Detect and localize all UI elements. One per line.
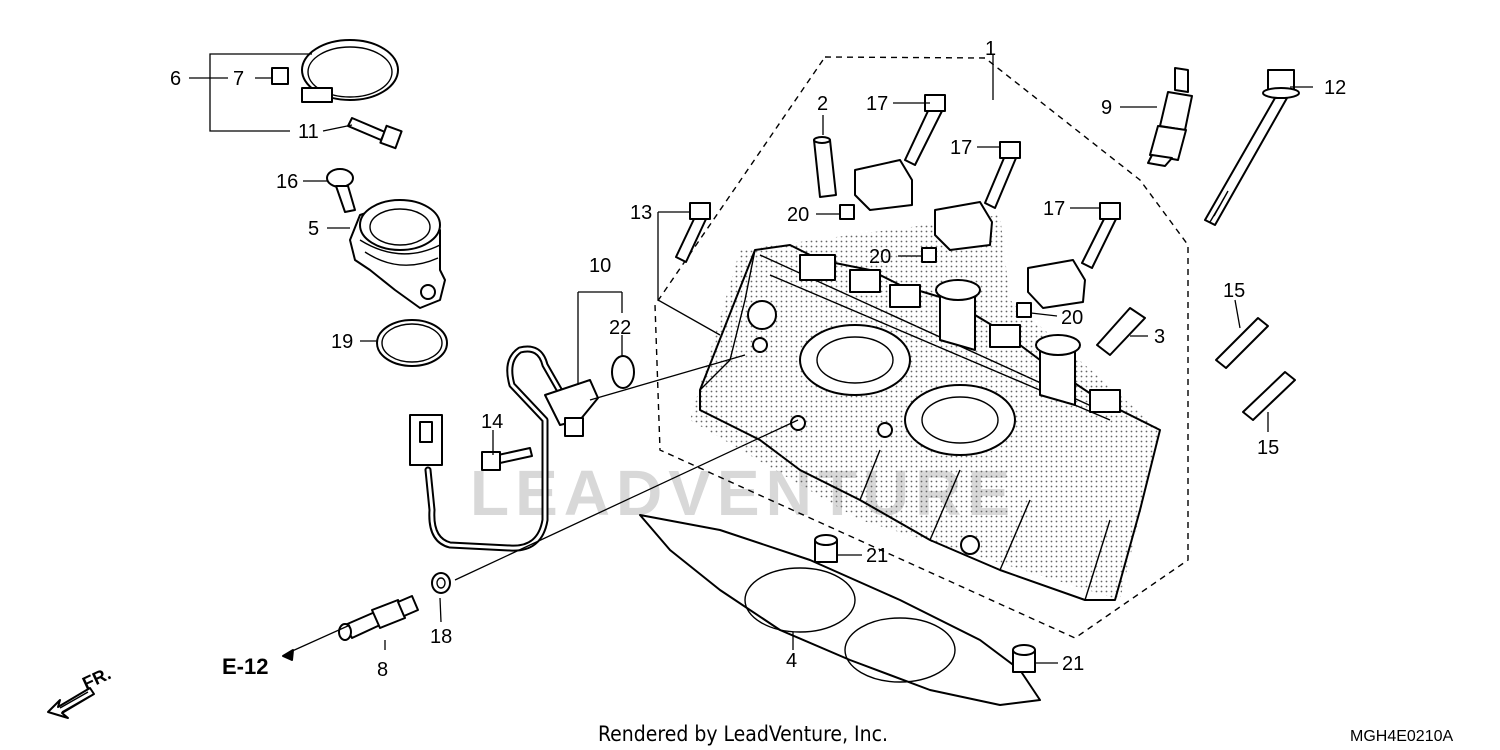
part-21-dowel-b [1012, 644, 1036, 673]
part-20-dowel-b [921, 247, 937, 263]
callout-18: 18 [430, 626, 452, 648]
reference-arrow-icon [282, 649, 294, 661]
part-17-bolt-a [904, 94, 946, 166]
callout-20-b: 20 [869, 246, 891, 268]
part-9-spark-plug [1147, 67, 1193, 167]
cam-cap-c [1027, 259, 1086, 309]
part-13-bolt [675, 202, 711, 263]
callout-8: 8 [377, 659, 388, 681]
callout-20-a: 20 [787, 204, 809, 226]
part-3-guide [1096, 307, 1146, 356]
part-21-dowel-a [814, 534, 838, 563]
callout-9: 9 [1101, 97, 1112, 119]
part-16-bolt [326, 168, 356, 213]
callout-17-a: 17 [866, 93, 888, 115]
reference-label: E-12 [222, 654, 268, 679]
part-17-bolt-b [984, 141, 1021, 209]
callout-5: 5 [308, 218, 319, 240]
callout-14: 14 [481, 411, 503, 433]
part-18-washer [431, 572, 451, 594]
part-2-guide [813, 136, 837, 198]
leader-lines [189, 53, 1313, 664]
callout-21-a: 21 [866, 545, 888, 567]
part-15-stud-b [1242, 371, 1296, 421]
part-5-insulator [349, 199, 446, 309]
callout-20-c: 20 [1061, 307, 1083, 329]
cam-cap-a [854, 159, 913, 211]
callout-15-upper: 15 [1223, 280, 1245, 302]
cam-cap-b [934, 201, 993, 251]
callout-3: 3 [1154, 326, 1165, 348]
front-direction-arrow-icon [47, 687, 95, 719]
callout-6: 6 [170, 68, 181, 90]
part-20-dowel-a [839, 204, 855, 220]
callout-16: 16 [276, 171, 298, 193]
part-14-bolt [481, 447, 533, 471]
callout-2: 2 [817, 93, 828, 115]
part-17-bolt-c [1081, 202, 1121, 269]
part-19-o-ring [376, 319, 448, 367]
callout-17-c: 17 [1043, 198, 1065, 220]
diagram-code: MGH4E0210A [1350, 728, 1453, 745]
front-direction-label: FR. [79, 663, 114, 693]
part-11-bolt [347, 117, 403, 150]
callout-1: 1 [985, 38, 996, 60]
assembly-boundary [654, 56, 1189, 639]
callout-17-b: 17 [950, 137, 972, 159]
footer-credit: Rendered by LeadVenture, Inc. [598, 722, 888, 746]
callout-7: 7 [233, 68, 244, 90]
callout-12: 12 [1324, 77, 1346, 99]
callout-21-b: 21 [1062, 653, 1084, 675]
part-10-sensor [409, 345, 599, 552]
part-4-gasket [639, 514, 1041, 706]
part-15-stud-a [1215, 317, 1269, 369]
callout-19: 19 [331, 331, 353, 353]
part-8-sensor [338, 595, 419, 641]
part-20-dowel-c [1016, 302, 1032, 318]
callout-15-lower: 15 [1257, 437, 1279, 459]
callout-13: 13 [630, 202, 652, 224]
cylinder-head [690, 215, 1161, 601]
part-6-clamp-band [301, 39, 399, 103]
callout-4: 4 [786, 650, 797, 672]
part-7-nut [271, 67, 289, 85]
callout-22: 22 [609, 317, 631, 339]
callout-10: 10 [589, 255, 611, 277]
part-22-o-ring [611, 355, 635, 389]
part-12-long-bolt [1204, 69, 1300, 226]
callout-11: 11 [298, 121, 319, 143]
